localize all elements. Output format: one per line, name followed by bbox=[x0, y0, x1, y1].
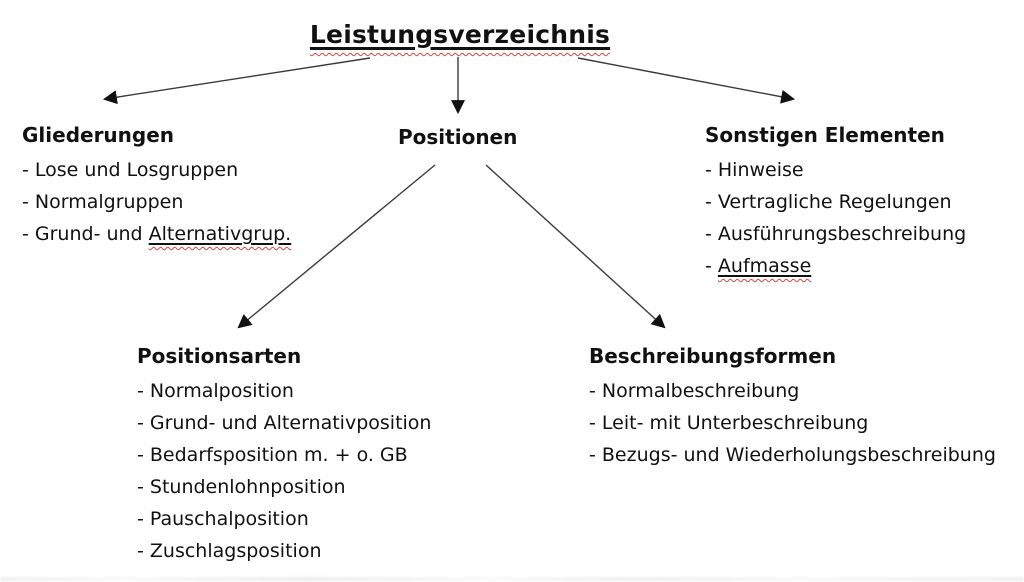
list-item: - Ausführungsbeschreibung bbox=[705, 223, 967, 245]
spellcheck-squiggle: Alternativgrup. bbox=[149, 223, 292, 245]
node-positionsarten-heading: Positionsarten bbox=[137, 344, 302, 368]
arrow-title-to-sonstigen-elementen bbox=[577, 57, 796, 104]
spellcheck-squiggle: Aufmasse bbox=[718, 255, 811, 277]
node-positionen: Positionen bbox=[398, 124, 517, 156]
node-positionsarten: Positionsarten - Normalposition - Grund-… bbox=[137, 343, 431, 567]
list-item: - Leit- mit Unterbeschreibung bbox=[589, 412, 869, 434]
diagram-root-title: Leistungsverzeichnis bbox=[300, 20, 620, 49]
underlined-word: Aufmasse bbox=[717, 255, 812, 277]
list-item: - Hinweise bbox=[705, 159, 804, 181]
node-positionen-heading: Positionen bbox=[398, 125, 518, 149]
list-item: - Bedarfsposition m. + o. GB bbox=[137, 444, 408, 466]
list-item: - Bezugs- und Wiederholungsbeschreibung bbox=[589, 444, 996, 466]
arrow-title-to-gliederungen bbox=[102, 57, 371, 105]
list-item: - Grund- und Alternativgrup. bbox=[22, 218, 291, 250]
list-item: - Lose und Losgruppen bbox=[22, 159, 239, 181]
node-gliederungen-heading: Gliederungen bbox=[22, 123, 175, 147]
list-item: - Zuschlagsposition bbox=[137, 540, 322, 562]
list-item: - Aufmasse bbox=[705, 250, 966, 282]
list-item: - Pauschalposition bbox=[137, 508, 309, 530]
list-item: - Normalposition bbox=[137, 380, 294, 402]
list-item-text: - Grund- und bbox=[22, 223, 149, 245]
list-item: - Vertragliche Regelungen bbox=[705, 191, 952, 213]
title-spellcheck-squiggle: Leistungsverzeichnis bbox=[310, 20, 610, 49]
node-beschreibungsformen: Beschreibungsformen - Normalbeschreibung… bbox=[589, 343, 996, 471]
node-sonstigen-elementen: Sonstigen Elementen - Hinweise - Vertrag… bbox=[705, 122, 966, 282]
list-item-text: - bbox=[705, 255, 718, 277]
bottom-edge-artifact bbox=[0, 577, 1024, 581]
node-sonstigen-elementen-heading: Sonstigen Elementen bbox=[705, 123, 945, 147]
list-item: - Stundenlohnposition bbox=[137, 476, 346, 498]
arrow-positionen-to-beschreibungsformen bbox=[485, 164, 666, 329]
underlined-word: Alternativgrup. bbox=[148, 223, 292, 245]
title-text: Leistungsverzeichnis bbox=[309, 20, 611, 49]
node-beschreibungsformen-heading: Beschreibungsformen bbox=[589, 344, 837, 368]
list-item: - Grund- und Alternativposition bbox=[137, 412, 432, 434]
list-item: - Normalbeschreibung bbox=[589, 380, 800, 402]
list-item: - Normalgruppen bbox=[22, 191, 184, 213]
node-gliederungen: Gliederungen - Lose und Losgruppen - Nor… bbox=[22, 122, 291, 250]
